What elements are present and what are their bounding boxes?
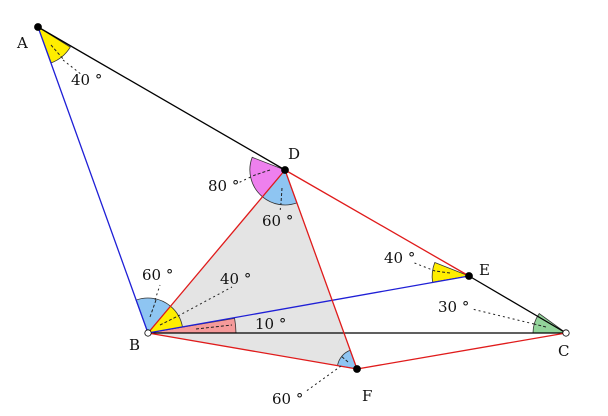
leader-angle-C: [471, 308, 535, 325]
segment-EC: [468, 275, 567, 334]
segment-FC: [356, 332, 567, 370]
leader-angle-ABD: [154, 284, 161, 301]
label-point-A: A: [16, 34, 28, 52]
leader-angle-DBE: [177, 286, 233, 317]
point-D: [281, 166, 289, 174]
tick-angle-DBE: [159, 315, 179, 326]
value-angle-ADB: 80 °: [208, 177, 239, 195]
point-B: [144, 329, 152, 337]
value-angle-C: 30 °: [438, 298, 469, 316]
segment-BE: [147, 275, 470, 334]
value-angle-DBE: 40 °: [220, 270, 251, 288]
leader-angle-DEB: [411, 261, 436, 272]
value-angle-BFD: 60 °: [272, 390, 303, 408]
tick-angle-ADB: [254, 169, 271, 176]
segment-AD: [37, 26, 286, 171]
tick-angle-BDF: [280, 187, 283, 204]
tick-angle-BFD: [340, 355, 349, 363]
value-angle-BDF: 60 °: [262, 212, 293, 230]
segment-DF: [284, 169, 358, 370]
value-angle-DEB: 40 °: [384, 249, 415, 267]
label-point-F: F: [362, 387, 372, 405]
point-C: [562, 329, 570, 337]
segment-BD: [147, 169, 286, 334]
value-angle-ABD: 60 °: [142, 266, 173, 284]
tick-angle-C: [533, 323, 547, 328]
segment-BF: [147, 332, 358, 370]
label-point-B: B: [129, 336, 140, 354]
tick-angle-ABD: [149, 299, 157, 318]
segment-AB: [37, 26, 149, 334]
wedge-angle-ADB: [249, 156, 286, 198]
tick-angle-A: [50, 44, 65, 61]
point-F: [353, 365, 361, 373]
label-point-D: D: [288, 145, 300, 163]
leader-angle-ADB: [237, 174, 256, 184]
point-A: [34, 23, 42, 31]
label-point-E: E: [479, 261, 490, 279]
value-angle-A: 40 °: [71, 71, 102, 89]
label-point-C: C: [558, 342, 569, 360]
wedge-angle-A: [37, 26, 71, 64]
leader-angle-BFD: [304, 365, 342, 393]
leader-angle-A: [62, 59, 83, 76]
segment-DE: [284, 169, 470, 277]
value-angle-EBC: 10 °: [255, 315, 286, 333]
leader-angle-BDF: [279, 202, 282, 213]
point-E: [465, 272, 473, 280]
shaded-triangle-BDF: [148, 170, 357, 369]
tick-angle-DEB: [434, 270, 451, 274]
tick-angle-EBC: [195, 324, 233, 330]
